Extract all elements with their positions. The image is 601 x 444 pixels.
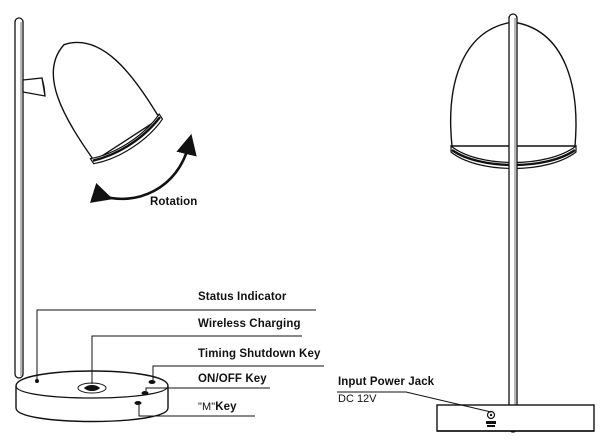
status-indicator-label: Status Indicator [198,291,287,303]
wireless-charging-pad [77,382,107,394]
rotation-arrow [89,133,197,203]
timing-shutdown-key [148,380,156,384]
status-indicator-dot [35,379,39,383]
input-power-jack-leader [337,391,492,413]
input-power-jack-label: Input Power Jack [338,376,435,388]
on-off-leader [145,387,270,391]
on-off-key [141,391,149,395]
left-lamp-joint [22,77,46,97]
timing-shutdown-key-label: Timing Shutdown Key [198,348,321,360]
m-key-label: "M"Key [198,401,237,413]
left-lamp-base [15,370,169,423]
m-key-leader [138,405,255,417]
on-off-key-label: ON/OFF Key [198,373,267,385]
right-lamp-base [436,404,595,432]
m-key-word: Key [215,401,237,413]
right-lamp-pole [508,13,518,433]
dc-rating-label: DC 12V [338,393,377,405]
m-key-quote: "M" [198,401,216,413]
left-lamp-head [52,41,164,165]
right-lamp [436,13,595,433]
left-leader-lines [36,309,324,417]
wireless-charging-leader [91,335,302,384]
timing-shutdown-leader [152,365,324,380]
left-lamp-pole [14,17,24,379]
rotation-label: Rotation [150,196,198,208]
m-key [134,401,142,405]
wireless-charging-label: Wireless Charging [198,318,301,330]
status-indicator-leader [36,309,316,379]
